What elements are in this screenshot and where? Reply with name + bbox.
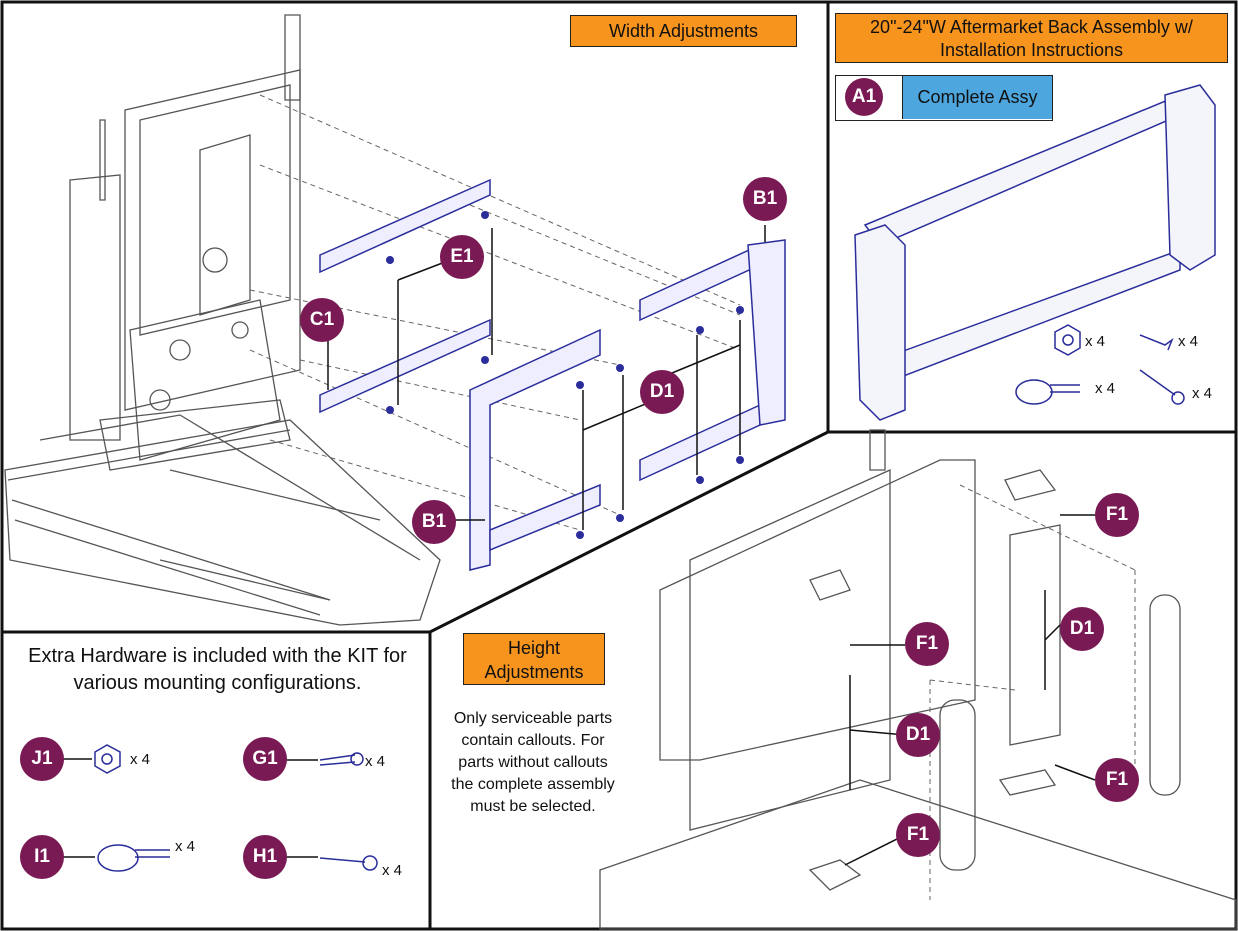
complete-assy-label: Complete Assy [902,76,1052,119]
callout-d1-width: D1 [640,370,684,414]
qty-j1: x 4 [130,751,151,768]
serviceable-note: Only serviceable parts contain callouts.… [451,710,615,815]
callout-b1-top: B1 [743,177,787,221]
callout-f1-bottom-right: F1 [1095,758,1139,802]
aftermarket-assembly-drawing [854,84,1216,421]
callout-g1: G1 [243,737,287,781]
callout-a1: A1 [845,78,883,116]
callout-b1-bottom: B1 [412,500,456,544]
qty-i1: x 4 [175,838,196,855]
callout-j1: J1 [20,737,64,781]
extra-hardware-note: Extra Hardware is included with the KIT … [28,645,407,694]
screw-markers [386,211,744,539]
callout-h1: H1 [243,835,287,879]
callout-e1: E1 [440,235,484,279]
guide-lines [249,94,741,531]
qty-clamp: x 4 [1095,380,1116,397]
height-guide-lines [929,484,1136,900]
callout-d1-height-center: D1 [896,713,940,757]
callout-d1-height-right: D1 [1060,607,1104,651]
qty-g1: x 4 [365,753,386,770]
qty-screw-short: x 4 [1178,333,1199,350]
extra-hardware-drawings [94,744,378,872]
height-leader-lines [844,514,1096,866]
qty-h1: x 4 [382,862,403,879]
width-adjustments-title: Width Adjustments [570,15,797,47]
height-adjustments-title: Height Adjustments [463,633,605,685]
height-title-line1: Height [507,638,561,658]
aftermarket-title: 20"-24"W Aftermarket Back Assembly w/ In… [835,13,1228,63]
adjustment-brackets [319,178,786,571]
callout-f1-middle: F1 [905,622,949,666]
extra-hardware-leaders [63,758,318,858]
callout-f1-top-right: F1 [1095,493,1139,537]
base-frame-drawing [4,14,441,626]
hardware-icons [1015,324,1185,405]
height-title-line2: Adjustments [484,662,584,682]
callout-i1: I1 [20,835,64,879]
qty-screw-long: x 4 [1192,385,1213,402]
callout-f1-bottom: F1 [896,813,940,857]
qty-nut: x 4 [1085,333,1106,350]
callout-c1: C1 [300,298,344,342]
height-assembly-drawing [599,429,1237,930]
